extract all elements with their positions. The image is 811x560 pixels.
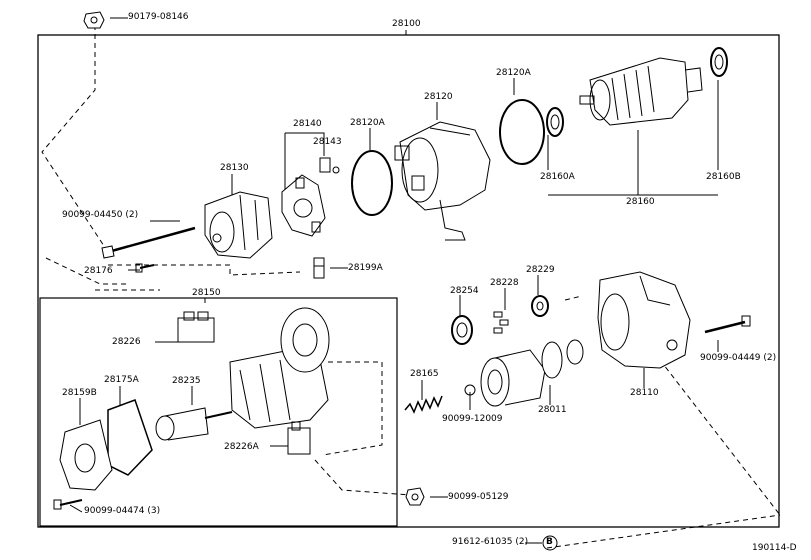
bearing-rear-part [710, 47, 728, 77]
contact-plate-a-part [287, 421, 311, 455]
brush-holder-part [281, 174, 326, 237]
label-bottom-nut: 91612-61035 (2) [452, 537, 529, 547]
field-frame-part [394, 121, 491, 241]
label-bearing-front: 28160A [540, 172, 575, 182]
pinion-gear-part [451, 315, 473, 345]
label-screw: 28176 [84, 266, 113, 276]
label-subassembly: 28150 [192, 288, 221, 298]
through-bolt-part [101, 226, 196, 259]
armature-part [579, 57, 703, 126]
label-bearing-rear: 28160B [706, 172, 741, 182]
label-idler: 28229 [526, 265, 555, 275]
label-housing: 28110 [630, 388, 659, 398]
nut-part [83, 11, 105, 29]
housing-bolt-part [704, 315, 751, 334]
label-field-frame-ring: 28120A [350, 118, 385, 128]
terminal-part [313, 257, 325, 279]
label-top-nut: 90179-08146 [128, 12, 189, 22]
label-retainer: 28228 [490, 278, 519, 288]
label-gasket: 28175A [104, 375, 139, 385]
gasket-part [107, 399, 153, 476]
screw-part [135, 263, 155, 273]
label-cover-screw: 90099-04474 (3) [84, 506, 161, 516]
clutch-part [480, 339, 584, 407]
o-ring-part [351, 150, 393, 216]
label-field-frame-ring-2: 28120A [496, 68, 531, 78]
o-ring-2-part [499, 99, 545, 165]
label-ball: 90099-12009 [442, 414, 503, 424]
label-brush-holder: 28140 [293, 119, 322, 129]
label-brush: 28143 [313, 137, 342, 147]
diagram-code: 190114-D [752, 543, 797, 553]
solenoid-body-part [229, 307, 330, 429]
label-solenoid-cover: 28159B [62, 388, 97, 398]
label-pinion-gear: 28254 [450, 286, 479, 296]
solenoid-cover-part [59, 419, 113, 491]
housing-part [597, 271, 691, 369]
label-contact-plate: 28226 [112, 337, 141, 347]
label-assembly: 28100 [392, 19, 421, 29]
label-through-bolt: 90099-04450 (2) [62, 210, 139, 220]
label-spring: 28165 [410, 369, 439, 379]
contact-plate-part [177, 311, 215, 343]
circle-ref-marker [542, 535, 558, 551]
spring-part [404, 395, 443, 414]
brush-part [319, 157, 340, 174]
plunger-part [155, 407, 233, 441]
label-armature: 28160 [626, 197, 655, 207]
label-plunger: 28235 [172, 376, 201, 386]
assembly-outline [37, 34, 780, 528]
dashed-guides [41, 25, 781, 549]
circle-ref-letter: B [546, 537, 553, 547]
idler-part [531, 295, 549, 317]
label-end-frame: 28130 [220, 163, 249, 173]
label-contact-plate-a: 28226A [224, 442, 259, 452]
ball-part [464, 384, 476, 396]
retainer-part [493, 311, 509, 334]
label-field-frame: 28120 [424, 92, 453, 102]
label-terminal: 28199A [348, 263, 383, 273]
subassembly-outline [39, 297, 398, 527]
terminal-nut-part [405, 487, 425, 506]
label-terminal-nut: 90099-05129 [448, 492, 509, 502]
bearing-front-part [546, 107, 564, 137]
cover-screw-part [53, 499, 83, 510]
label-clutch: 28011 [538, 405, 567, 415]
label-housing-bolt: 90099-04449 (2) [700, 353, 777, 363]
end-frame-part [204, 191, 273, 259]
